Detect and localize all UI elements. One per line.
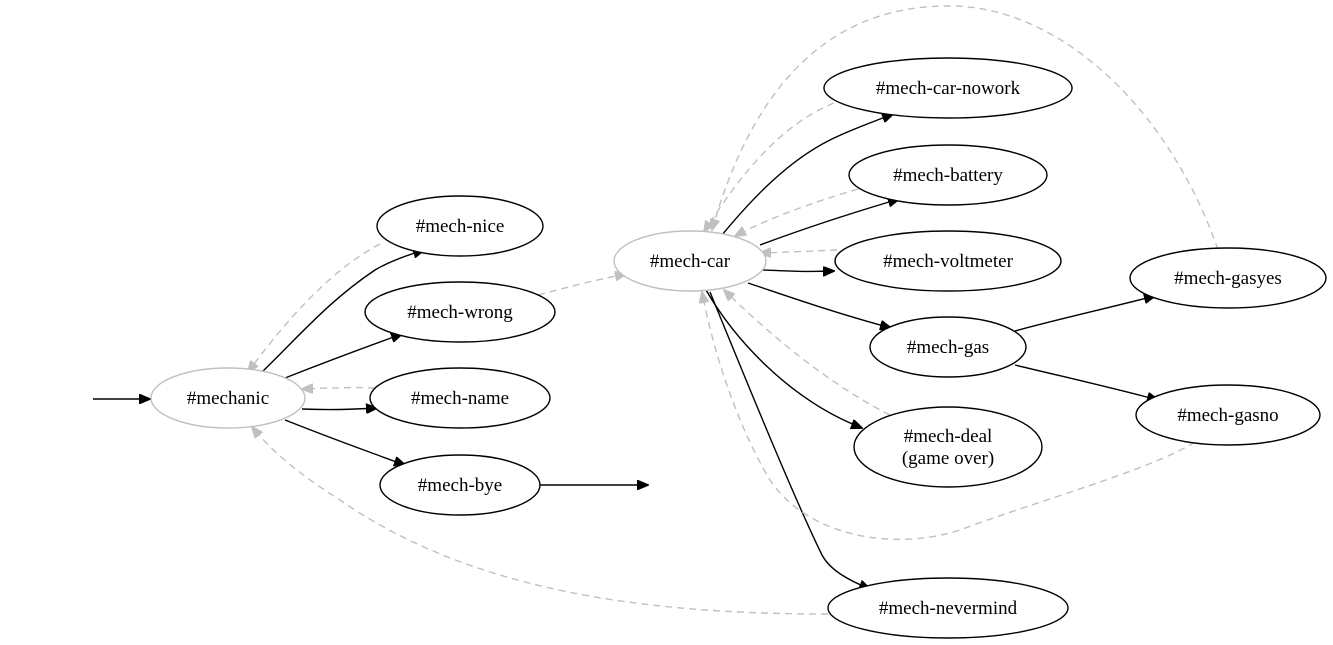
node-shape-mech-wrong [364,281,556,343]
node-shape-mech-deal [853,406,1043,488]
node-label-mech-deal-line-2: (game over) [902,448,994,469]
node-shape-mech-nice [376,195,544,257]
node-label-mech-name: #mech-name [411,388,509,409]
edges-layer [93,5,1219,615]
node-mech-car[interactable]: #mech-car [613,230,767,292]
node-label-mech-car: #mech-car [650,251,731,272]
node-shape-mech-gasyes [1129,247,1327,309]
node-label-mech-nice: #mech-nice [416,216,505,237]
edge-mech-deal-to-mech-car [724,290,891,416]
edge-mech-nice-to-mechanic [248,243,381,372]
edge-mech-voltmeter-to-mech-car [760,250,838,253]
node-shape-mech-gasno [1135,384,1321,446]
node-shape-mech-name [369,367,551,429]
node-label-mech-deal-line-1: #mech-deal [904,426,993,447]
edge-mech-car-to-mech-voltmeter [762,270,834,271]
node-label-mechanic: #mechanic [187,388,269,409]
node-label-mech-nevermind: #mech-nevermind [879,598,1018,619]
node-mech-bye[interactable]: #mech-bye [379,454,541,516]
node-mech-deal[interactable]: #mech-deal(game over) [853,406,1043,488]
edge-mech-nevermind-to-mechanic [252,427,829,615]
edge-mech-name-to-mechanic [302,388,376,389]
node-shape-mechanic [150,367,306,429]
node-mech-gasyes[interactable]: #mech-gasyes [1129,247,1327,309]
node-mechanic[interactable]: #mechanic [150,367,306,429]
edge-mech-car-to-mech-gas [747,282,891,328]
nodes-layer: #mechanic #mech-nice #mech-wrong #mech-name… [150,57,1327,639]
node-shape-mech-car [613,230,767,292]
node-shape-mech-car-nowork [823,57,1073,119]
edge-mech-gas-to-mech-gasyes [1014,296,1155,332]
node-label-mech-car-nowork: #mech-car-nowork [876,78,1021,99]
edge-mechanic-to-mech-nice [262,250,424,372]
node-label-mech-wrong: #mech-wrong [407,302,513,323]
node-mech-gasno[interactable]: #mech-gasno [1135,384,1321,446]
node-shape-mech-voltmeter [834,230,1062,292]
node-label-mech-gasno: #mech-gasno [1177,405,1278,426]
edge-mech-car-to-mech-battery [759,199,899,246]
edge-mech-wrong-to-mech-car [537,274,626,296]
edge-mechanic-to-mech-name [301,408,377,410]
node-mech-nevermind[interactable]: #mech-nevermind [827,577,1069,639]
edge-mech-car-to-mech-deal [705,289,862,428]
edge-mech-gasyes-to-mech-car [712,5,1219,251]
node-label-mech-gas: #mech-gas [907,337,989,358]
edge-mech-battery-to-mech-car [735,188,859,236]
node-shape-mech-gas [869,316,1027,378]
node-label-mech-voltmeter: #mech-voltmeter [883,251,1013,272]
edge-mech-car-nowork-to-mech-car [704,102,835,232]
node-label-mech-battery: #mech-battery [893,165,1003,186]
node-mech-battery[interactable]: #mech-battery [848,144,1048,206]
node-mech-car-nowork[interactable]: #mech-car-nowork [823,57,1073,119]
node-mech-gas[interactable]: #mech-gas [869,316,1027,378]
edge-mech-gas-to-mech-gasno [1014,364,1158,400]
node-mech-nice[interactable]: #mech-nice [376,195,544,257]
edge-mechanic-to-mech-wrong [284,334,402,379]
node-mech-wrong[interactable]: #mech-wrong [364,281,556,343]
edge-mech-car-to-mech-nevermind [709,291,870,589]
node-shape-mech-nevermind [827,577,1069,639]
node-label-mech-gasyes: #mech-gasyes [1174,268,1282,289]
node-shape-mech-bye [379,454,541,516]
node-mech-name[interactable]: #mech-name [369,367,551,429]
edge-mechanic-to-mech-bye [284,419,405,465]
edge-mech-gasno-to-mech-car [702,292,1196,541]
node-shape-mech-battery [848,144,1048,206]
node-mech-voltmeter[interactable]: #mech-voltmeter [834,230,1062,292]
edge-mech-car-to-mech-car-nowork [721,114,893,236]
node-label-mech-bye: #mech-bye [418,475,502,496]
